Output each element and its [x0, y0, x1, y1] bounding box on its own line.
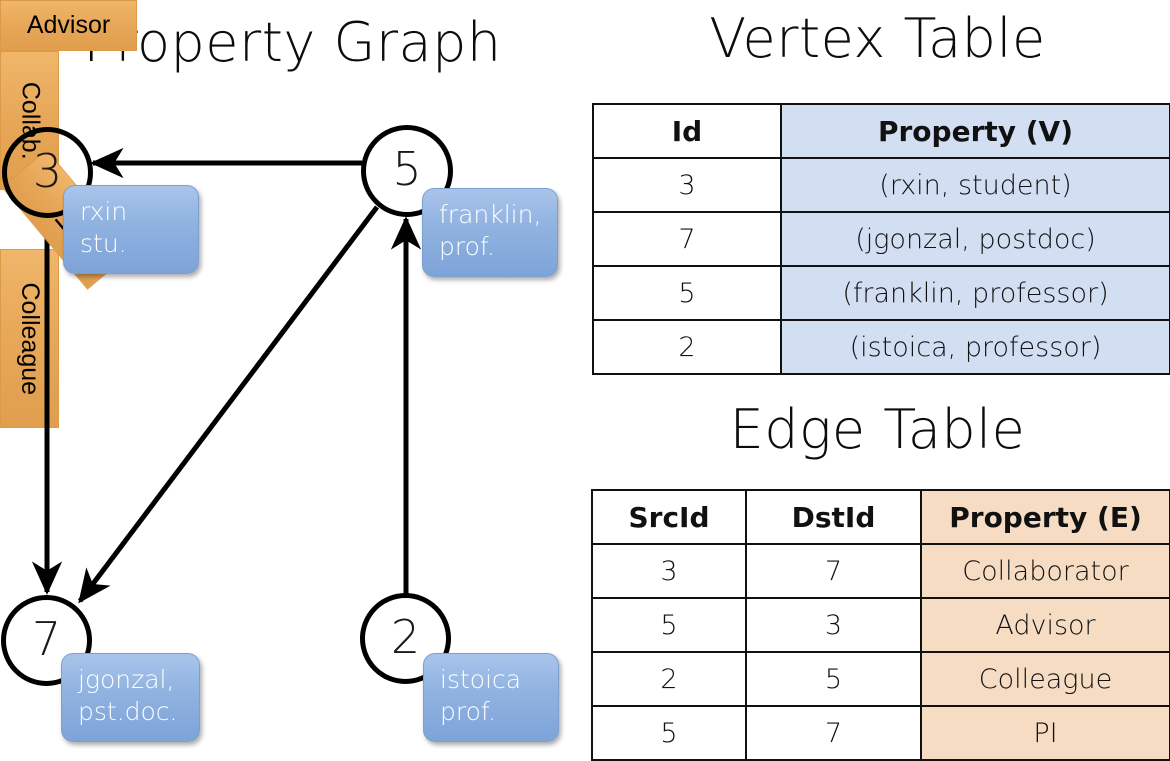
vertex-property-box-franklin[interactable]: franklin, prof. [422, 188, 558, 277]
edge-row-src: 5 [591, 597, 747, 653]
table-row[interactable]: 2 5 Colleague [591, 651, 1170, 707]
vertex-row-id: 5 [592, 265, 782, 321]
edge-row-property: Colleague [920, 651, 1170, 707]
graph-node-5[interactable]: 5 [361, 125, 453, 217]
vertex-property-box-rxin[interactable]: rxin stu. [63, 185, 199, 274]
vertex-property-line-2: prof. [440, 697, 496, 726]
vertex-table: Id Property (V) 3 (rxin, student) 7 (jgo… [592, 103, 1170, 375]
edge-row-property: PI [920, 705, 1170, 761]
edge-row-dst: 5 [745, 651, 922, 707]
table-row[interactable]: 7 (jgonzal, postdoc) [592, 211, 1170, 267]
page-title-property-graph: Property Graph [83, 11, 502, 74]
edge-row-src: 3 [591, 543, 747, 599]
graph-node-5-label: 5 [392, 142, 422, 196]
edge-5-to-7-pi [78, 205, 379, 604]
vertex-property-line-1: franklin, [439, 200, 542, 229]
vertex-row-id: 2 [592, 319, 782, 375]
table-header-row: SrcId DstId Property (E) [591, 489, 1170, 545]
graph-node-2[interactable]: 2 [360, 593, 451, 684]
edge-label-colleague: Colleague [16, 282, 45, 395]
vertex-table-header-id: Id [592, 103, 782, 159]
graph-node-7-label: 7 [31, 611, 62, 666]
edge-row-src: 5 [591, 705, 747, 761]
edge-label-box-advisor[interactable]: Advisor [0, 0, 137, 51]
vertex-table-header-property: Property (V) [780, 103, 1170, 159]
graph-node-7[interactable]: 7 [1, 595, 92, 686]
vertex-property-line-2: stu. [80, 229, 127, 258]
edge-row-dst: 7 [745, 543, 922, 599]
edge-table-header-dstid: DstId [745, 489, 922, 545]
vertex-property-box-istoica[interactable]: istoica prof. [423, 653, 559, 742]
vertex-row-property: (jgonzal, postdoc) [780, 211, 1170, 267]
vertex-row-id: 3 [592, 157, 782, 213]
vertex-property-line-1: istoica [440, 665, 522, 694]
table-row[interactable]: 5 (franklin, professor) [592, 265, 1170, 321]
edge-row-dst: 7 [745, 705, 922, 761]
table-row[interactable]: 3 7 Collaborator [591, 543, 1170, 599]
vertex-row-property: (rxin, student) [780, 157, 1170, 213]
edge-table-header-property: Property (E) [920, 489, 1170, 545]
property-graph-diagram: 3 5 7 2 rxin stu. franklin, prof. jgonza… [0, 0, 585, 760]
graph-node-3-label: 3 [32, 143, 63, 198]
table-row[interactable]: 2 (istoica, professor) [592, 319, 1170, 375]
edge-row-dst: 3 [745, 597, 922, 653]
vertex-property-line-1: rxin [80, 197, 128, 226]
page-title-vertex-table: Vertex Table [709, 7, 1046, 70]
vertex-property-line-2: pst.doc. [78, 697, 178, 726]
page-title-edge-table: Edge Table [729, 398, 1026, 461]
table-header-row: Id Property (V) [592, 103, 1170, 159]
edge-table-header-srcid: SrcId [591, 489, 747, 545]
table-row[interactable]: 3 (rxin, student) [592, 157, 1170, 213]
vertex-row-property: (franklin, professor) [780, 265, 1170, 321]
vertex-row-id: 7 [592, 211, 782, 267]
graph-node-2-label: 2 [390, 609, 421, 664]
vertex-property-line-2: prof. [439, 232, 495, 261]
vertex-row-property: (istoica, professor) [780, 319, 1170, 375]
graph-edges-layer [31, 147, 422, 604]
edge-table: SrcId DstId Property (E) 3 7 Collaborato… [591, 489, 1170, 761]
table-row[interactable]: 5 7 PI [591, 705, 1170, 761]
edge-row-property: Collaborator [920, 543, 1170, 599]
vertex-property-box-jgonzal[interactable]: jgonzal, pst.doc. [61, 653, 200, 742]
table-row[interactable]: 5 3 Advisor [591, 597, 1170, 653]
vertex-property-line-1: jgonzal, [78, 665, 175, 694]
edge-row-src: 2 [591, 651, 747, 707]
edge-label-advisor: Advisor [26, 10, 111, 39]
edge-row-property: Advisor [920, 597, 1170, 653]
